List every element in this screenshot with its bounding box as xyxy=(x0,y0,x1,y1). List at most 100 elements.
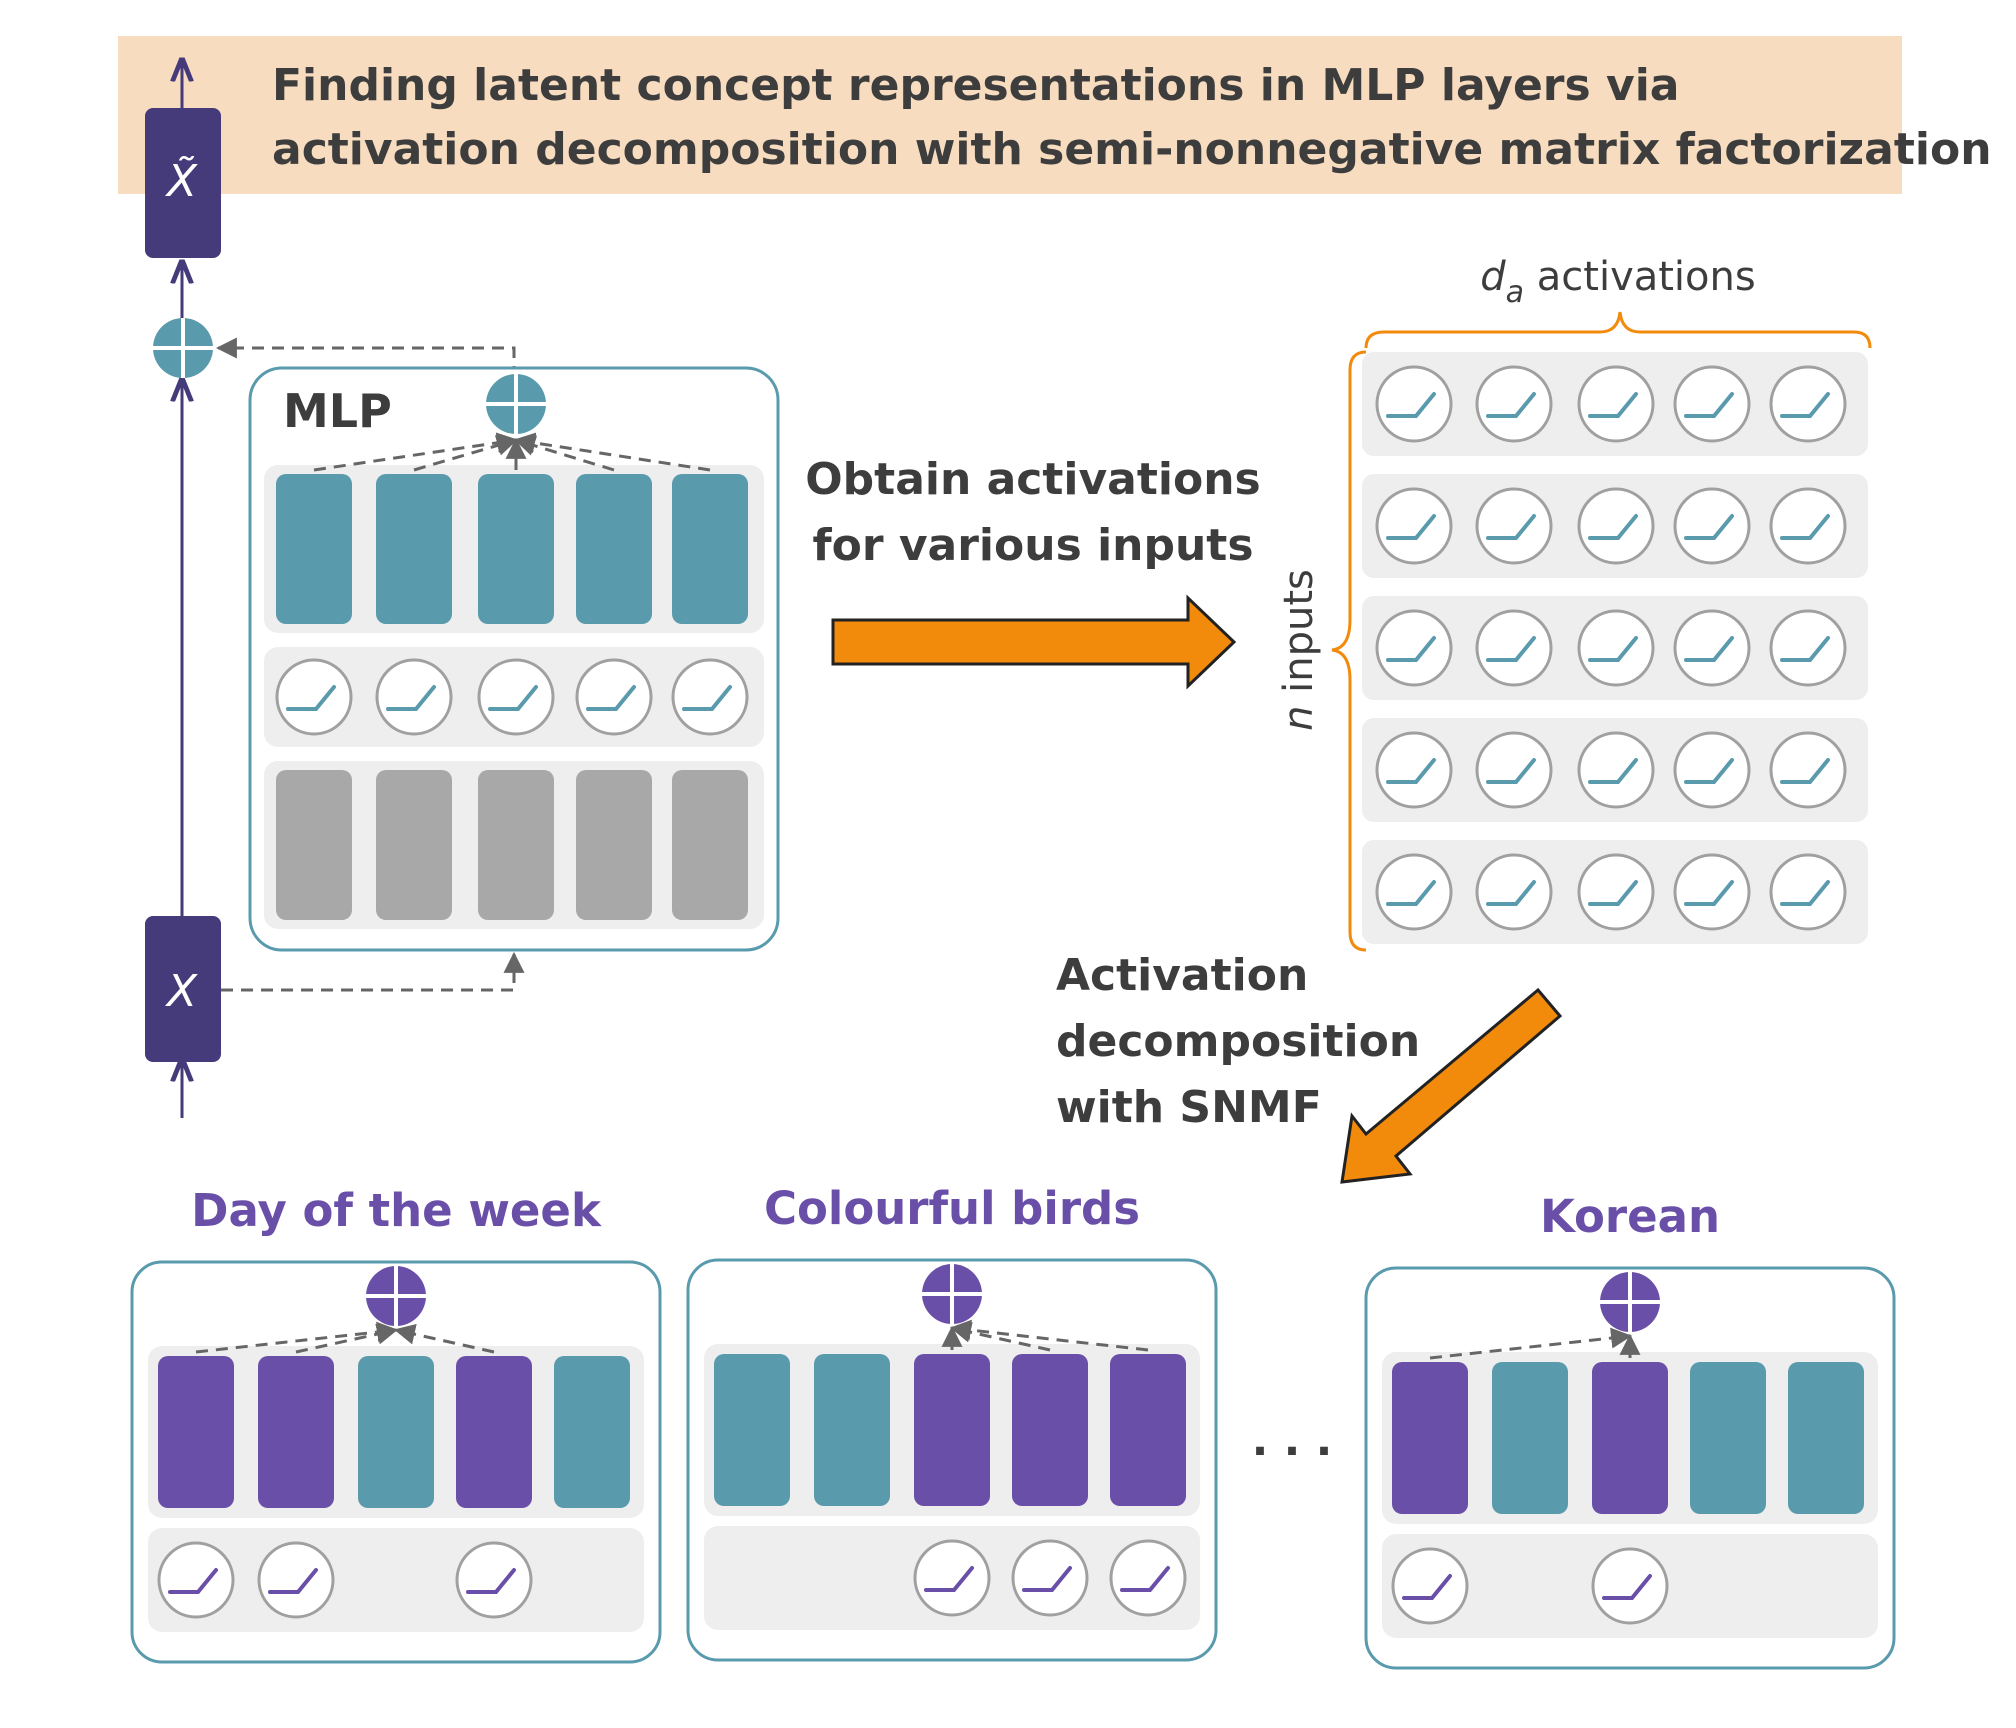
mlp-out-weight-unit xyxy=(672,474,748,624)
mlp-out-weight-unit xyxy=(276,474,352,624)
mlp-out-weight-unit xyxy=(376,474,452,624)
cols-brace xyxy=(1364,311,1872,349)
rows-label: n inputs xyxy=(1276,569,1322,731)
matrix-activation-icon xyxy=(1769,609,1847,687)
matrix-activation-icon xyxy=(1577,609,1655,687)
step2-arrow xyxy=(1340,987,1563,1184)
mlp-activation-icon xyxy=(375,658,453,736)
concept-unit-connection xyxy=(949,1319,1149,1352)
concept-unit-connection xyxy=(1429,1327,1633,1360)
matrix-activation-icon xyxy=(1769,365,1847,443)
matrix-activation-icon xyxy=(1769,853,1847,931)
ellipsis: · · · xyxy=(1252,1426,1333,1477)
input-x-label: X xyxy=(165,966,198,1017)
mlp-in-weight-unit xyxy=(376,770,452,920)
concept-add-icon xyxy=(922,1264,982,1324)
matrix-activation-icon xyxy=(1475,853,1553,931)
matrix-activation-icon xyxy=(1577,731,1655,809)
step2-line-3: with SNMF xyxy=(1056,1082,1322,1133)
matrix-activation-icon xyxy=(1769,487,1847,565)
concept-unit-connection xyxy=(295,1323,399,1354)
concept-unit-connection xyxy=(195,1321,399,1354)
concept-activation-icon xyxy=(1011,1539,1089,1617)
cols-label: da activations xyxy=(1480,254,1755,310)
activation-matrix: da activations n inputs xyxy=(1276,254,1872,952)
matrix-row xyxy=(1362,352,1868,456)
matrix-activation-icon xyxy=(1475,365,1553,443)
concept-activation-icon xyxy=(1109,1539,1187,1617)
concept-inactive-unit xyxy=(1690,1362,1766,1514)
step-decomposition: Activation decomposition with SNMF xyxy=(1056,950,1563,1184)
step-obtain-activations: Obtain activations for various inputs xyxy=(805,454,1261,690)
mlp-in-weight-unit xyxy=(576,770,652,920)
matrix-activation-icon xyxy=(1769,731,1847,809)
step1-line-2: for various inputs xyxy=(812,520,1253,571)
title-line-2: activation decomposition with semi-nonne… xyxy=(272,124,1992,175)
concept-inactive-unit xyxy=(714,1354,790,1506)
matrix-row xyxy=(1362,596,1868,700)
mlp-in-weight-unit xyxy=(672,770,748,920)
concept-active-unit xyxy=(1110,1354,1186,1506)
step1-arrow xyxy=(831,594,1237,690)
input-x-block xyxy=(145,916,221,1062)
title-banner: Finding latent concept representations i… xyxy=(118,36,1992,194)
mlp-activation-icon xyxy=(671,658,749,736)
concept-active-unit xyxy=(1392,1362,1468,1514)
concept-activation-icon xyxy=(257,1541,335,1619)
concept-title: Day of the week xyxy=(191,1184,602,1237)
concept-title: Colourful birds xyxy=(764,1182,1140,1235)
matrix-activation-icon xyxy=(1673,853,1751,931)
matrix-activation-icon xyxy=(1577,853,1655,931)
matrix-activation-icon xyxy=(1375,487,1453,565)
concept-panel: Day of the week xyxy=(130,1184,662,1664)
title-line-1: Finding latent concept representations i… xyxy=(272,60,1679,111)
concept-active-unit xyxy=(914,1354,990,1506)
matrix-row xyxy=(1362,474,1868,578)
concept-active-unit xyxy=(456,1356,532,1508)
mlp-input-connection xyxy=(221,951,525,992)
concept-unit-connection xyxy=(393,1323,495,1354)
matrix-activation-icon xyxy=(1475,731,1553,809)
matrix-activation-icon xyxy=(1375,609,1453,687)
concept-inactive-unit xyxy=(1788,1362,1864,1514)
concept-add-icon xyxy=(1600,1272,1660,1332)
concept-inactive-unit xyxy=(554,1356,630,1508)
matrix-activation-icon xyxy=(1673,487,1751,565)
mlp-block: MLP xyxy=(248,366,780,952)
concept-activation-icon xyxy=(157,1541,235,1619)
mlp-activation-icon xyxy=(477,658,555,736)
matrix-row xyxy=(1362,718,1868,822)
matrix-row xyxy=(1362,840,1868,944)
concept-activation-icon xyxy=(913,1539,991,1617)
mlp-label: MLP xyxy=(283,384,392,438)
residual-add-icon xyxy=(153,318,213,378)
concept-panel: Colourful birds xyxy=(686,1182,1218,1662)
mlp-units xyxy=(275,432,749,920)
concept-active-unit xyxy=(258,1356,334,1508)
concept-panel: Korean xyxy=(1364,1190,1896,1670)
matrix-activation-icon xyxy=(1673,365,1751,443)
mlp-in-weight-unit xyxy=(276,770,352,920)
mlp-activation-icon xyxy=(275,658,353,736)
concept-activation-icon xyxy=(1591,1547,1669,1625)
matrix-activation-icon xyxy=(1375,853,1453,931)
concept-add-icon xyxy=(366,1266,426,1326)
step2-line-1: Activation xyxy=(1056,950,1308,1001)
concept-inactive-unit xyxy=(1492,1362,1568,1514)
concept-activation-icon xyxy=(455,1541,533,1619)
matrix-activation-icon xyxy=(1475,609,1553,687)
concept-inactive-unit xyxy=(358,1356,434,1508)
mlp-add-icon xyxy=(486,374,546,434)
concept-active-unit xyxy=(158,1356,234,1508)
output-x-tilde-block xyxy=(145,108,221,258)
mlp-unit-connection xyxy=(513,432,711,472)
mlp-activation-icon xyxy=(575,658,653,736)
concept-title: Korean xyxy=(1540,1190,1720,1243)
matrix-activation-icon xyxy=(1475,487,1553,565)
output-x-tilde-label: X̃ xyxy=(165,154,198,207)
matrix-activation-icon xyxy=(1577,487,1655,565)
concept-activation-icon xyxy=(1391,1547,1469,1625)
concept-panels: Day of the week Colourful birds Korean xyxy=(130,1182,1896,1670)
concept-active-unit xyxy=(1012,1354,1088,1506)
